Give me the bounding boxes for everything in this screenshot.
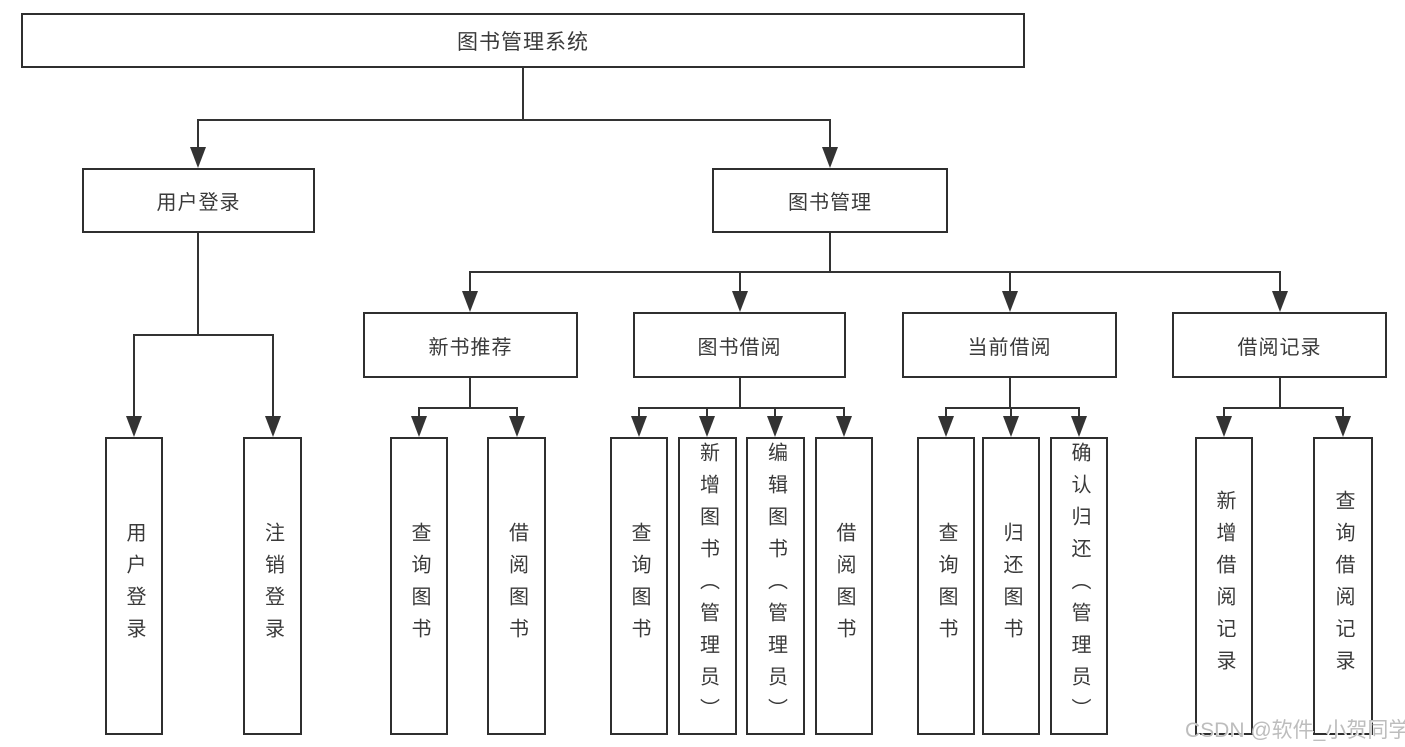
leaf-query-books-1-label: 查询图书 xyxy=(408,522,430,650)
leaf-query-borrow-record-label: 查询借阅记录 xyxy=(1332,490,1354,682)
node-book-management: 图书管理 xyxy=(712,168,948,233)
leaf-borrow-books-1-label: 借阅图书 xyxy=(505,522,528,650)
node-user-login: 用户登录 xyxy=(82,168,315,233)
leaf-query-books-1: 查询图书 xyxy=(390,437,448,735)
leaf-query-borrow-record: 查询借阅记录 xyxy=(1313,437,1373,735)
leaf-edit-books-admin-label: 编辑图书（管理员） xyxy=(764,442,787,730)
node-book-borrow: 图书借阅 xyxy=(633,312,846,378)
leaf-edit-books-admin: 编辑图书（管理员） xyxy=(746,437,805,735)
leaf-add-borrow-record-label: 新增借阅记录 xyxy=(1213,490,1235,682)
leaf-logout: 注销登录 xyxy=(243,437,302,735)
node-borrow-records: 借阅记录 xyxy=(1172,312,1387,378)
leaf-return-books-label: 归还图书 xyxy=(1000,522,1022,650)
node-borrow-records-label: 借阅记录 xyxy=(1237,336,1322,359)
node-book-borrow-label: 图书借阅 xyxy=(697,336,782,359)
leaf-add-books-admin: 新增图书（管理员） xyxy=(678,437,737,735)
node-new-book-recommend: 新书推荐 xyxy=(363,312,578,378)
leaf-confirm-return-admin: 确认归还（管理员） xyxy=(1050,437,1108,735)
leaf-query-books-3: 查询图书 xyxy=(917,437,975,735)
leaf-query-books-2-label: 查询图书 xyxy=(628,522,650,650)
leaf-borrow-books-2: 借阅图书 xyxy=(815,437,873,735)
node-current-borrow-label: 当前借阅 xyxy=(967,336,1052,359)
leaf-add-books-admin-label: 新增图书（管理员） xyxy=(696,442,719,730)
leaf-borrow-books-2-label: 借阅图书 xyxy=(833,522,855,650)
leaf-user-login-label: 用户登录 xyxy=(123,522,145,650)
csdn-watermark: CSDN @软件_小贺同学 xyxy=(1185,719,1405,742)
leaf-borrow-books-1: 借阅图书 xyxy=(487,437,546,735)
node-new-book-recommend-label: 新书推荐 xyxy=(428,336,513,359)
leaf-query-books-3-label: 查询图书 xyxy=(935,522,957,650)
node-root: 图书管理系统 xyxy=(21,13,1025,68)
node-current-borrow: 当前借阅 xyxy=(902,312,1117,378)
leaf-user-login: 用户登录 xyxy=(105,437,163,735)
leaf-add-borrow-record: 新增借阅记录 xyxy=(1195,437,1253,735)
leaf-return-books: 归还图书 xyxy=(982,437,1040,735)
node-root-label: 图书管理系统 xyxy=(457,30,589,54)
leaf-query-books-2: 查询图书 xyxy=(610,437,668,735)
node-user-login-label: 用户登录 xyxy=(156,192,241,214)
leaf-logout-label: 注销登录 xyxy=(261,522,284,650)
leaf-confirm-return-admin-label: 确认归还（管理员） xyxy=(1068,442,1090,730)
node-book-management-label: 图书管理 xyxy=(788,192,872,214)
